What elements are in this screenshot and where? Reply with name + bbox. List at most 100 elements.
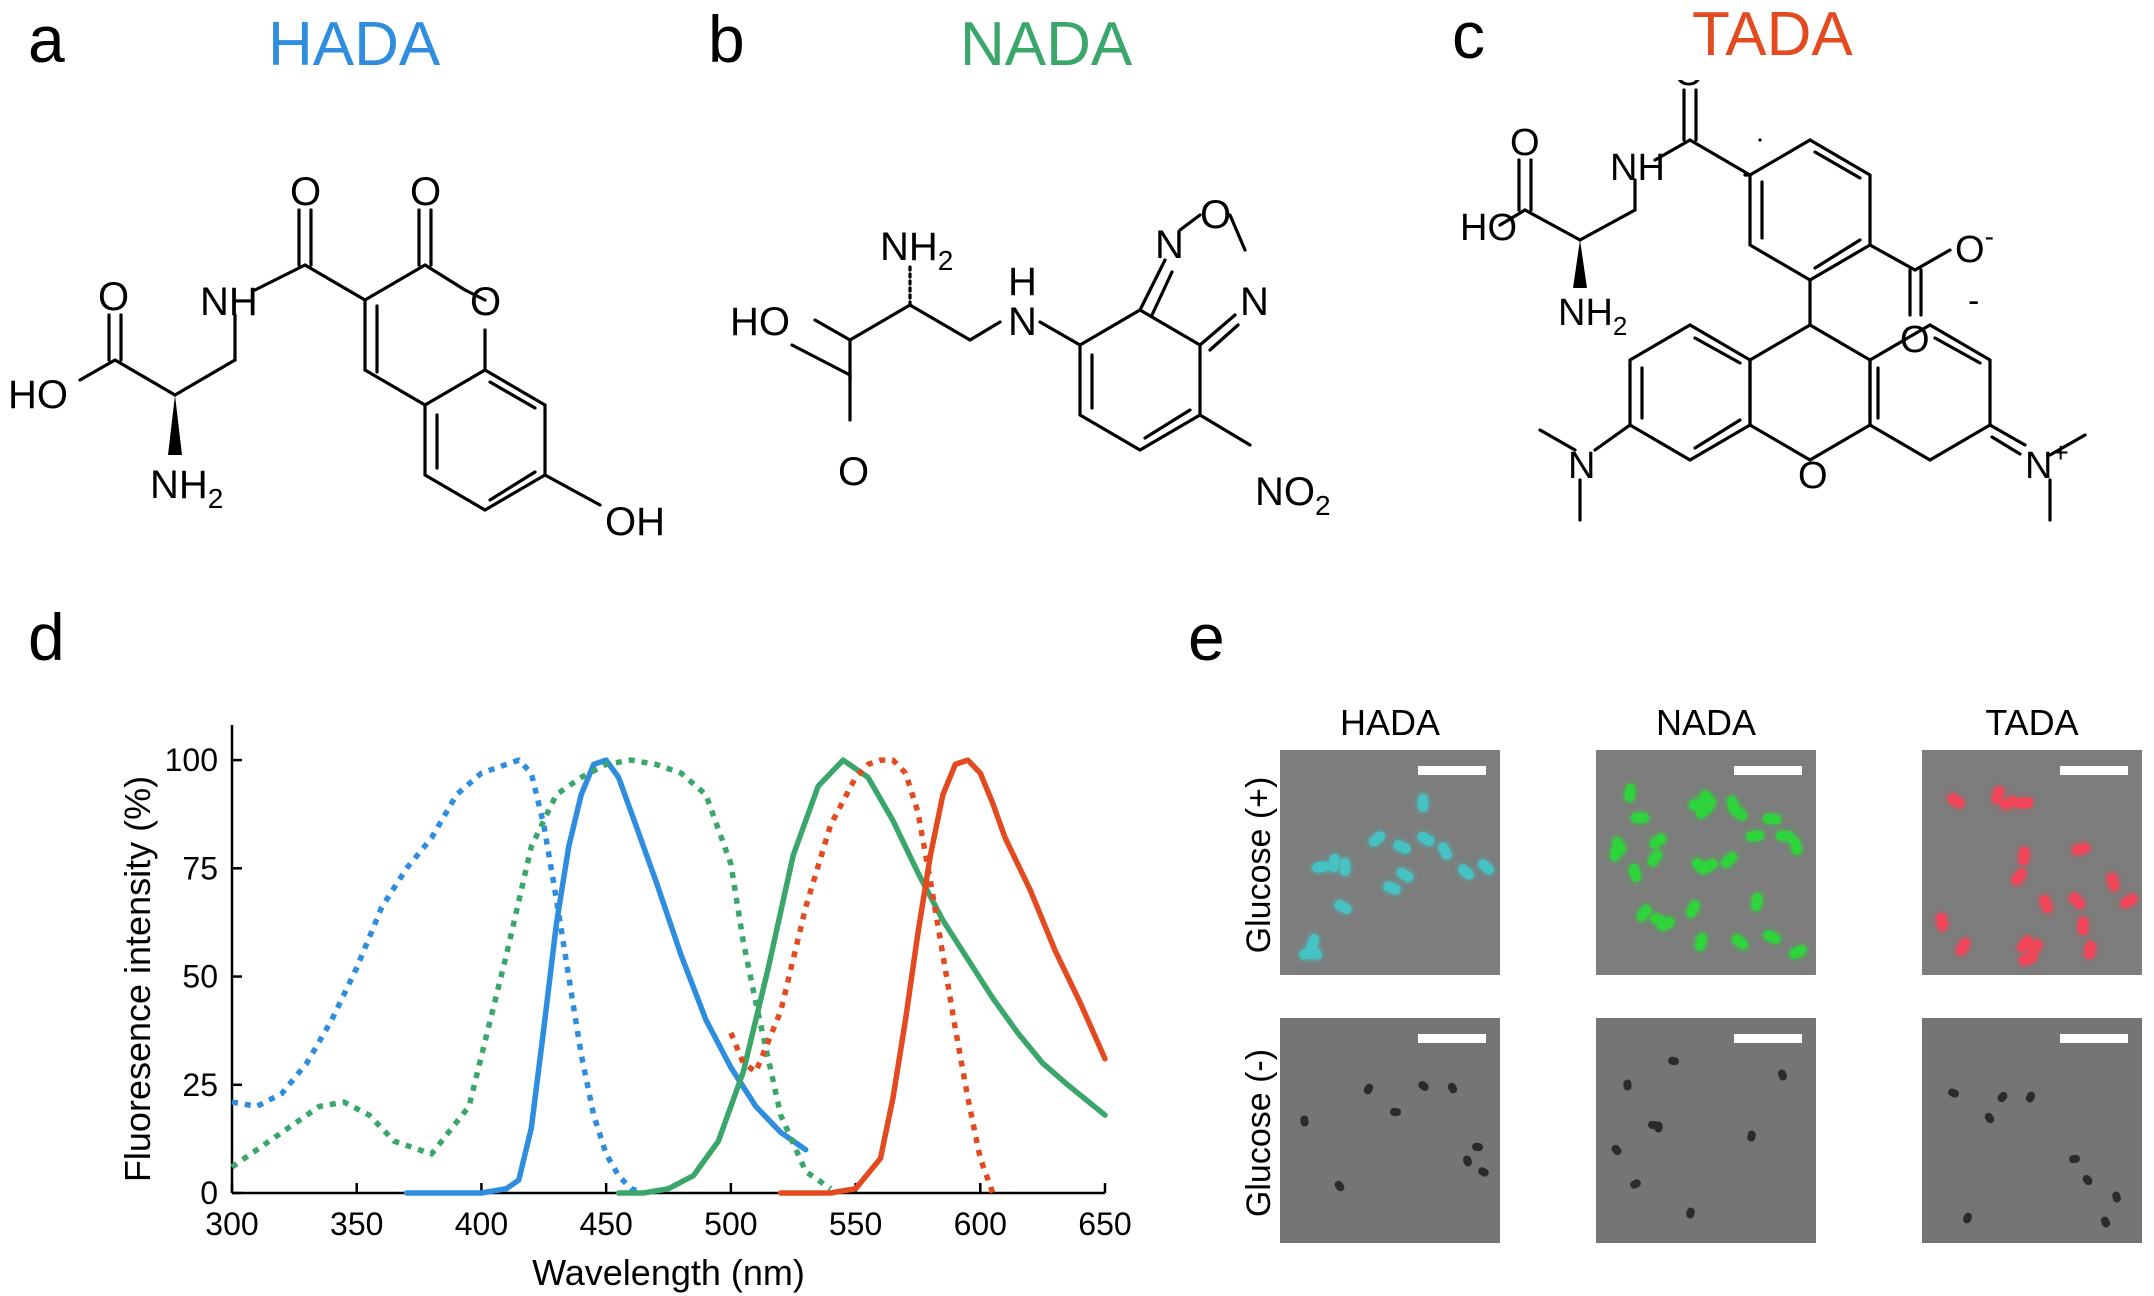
bacterium-cell	[1762, 813, 1782, 825]
bacterium-cell	[2017, 846, 2031, 866]
tada-emission-line	[777, 757, 1108, 1196]
nada-n-amine: N	[1008, 300, 1037, 344]
bacterium-cell	[1455, 862, 1477, 882]
bacterium-cell	[1647, 1120, 1660, 1130]
scale-bar	[1418, 1034, 1486, 1043]
bacterium-cell	[1719, 850, 1739, 870]
hada-title: HADA	[268, 10, 441, 79]
bacterium-cell	[2118, 892, 2140, 910]
bacterium-cell	[1645, 847, 1665, 869]
hada-nh: NH	[200, 280, 258, 324]
bacterium-cell	[1983, 1111, 1996, 1125]
bacterium-cell	[2014, 797, 2034, 809]
y-tick-label: 100	[165, 742, 218, 778]
tada-minus-mark: -	[1968, 282, 1979, 320]
bacterium-cell	[2024, 1090, 2037, 1104]
tada-n-right: N+	[2025, 437, 2069, 487]
bacterium-cell	[1631, 813, 1649, 823]
micro-image-tada-row0	[1922, 750, 2142, 975]
bacterium-cell	[1475, 857, 1497, 877]
nada-h: H	[1008, 260, 1037, 304]
bacterium-cell	[2009, 866, 2029, 888]
micro-col-label-hada: HADA	[1339, 702, 1441, 743]
bacterium-cell	[1946, 1087, 1961, 1099]
tada-n-left: N	[1568, 445, 1595, 487]
tada-o-carboxylate: O-	[1955, 221, 1994, 271]
scale-bar	[2060, 766, 2128, 775]
bacterium-cell	[1745, 829, 1765, 843]
bacterium-cell	[1628, 1177, 1643, 1191]
tada-ho: HO	[1460, 207, 1517, 249]
bacterium-cell	[2105, 872, 2121, 892]
hada-excitation-line	[231, 757, 645, 1196]
bacterium-cell	[1327, 853, 1341, 873]
nada-nh2: NH2	[880, 225, 953, 276]
bacterium-cell	[2068, 1154, 2081, 1164]
hada-o-top1: O	[290, 170, 321, 214]
bacterium-cell	[2017, 951, 2039, 967]
nada-no2: NO2	[1255, 470, 1331, 521]
bacterium-cell	[2111, 1190, 2122, 1204]
y-tick-label: 0	[200, 1175, 218, 1211]
hada-oh-right: OH	[605, 500, 665, 544]
tada-o-top: O	[1674, 80, 1704, 94]
tada-nh2: NH2	[1558, 292, 1627, 341]
panel-letter-a: a	[28, 2, 65, 76]
x-tick-label: 450	[579, 1206, 632, 1242]
x-tick-label: 500	[704, 1206, 757, 1242]
x-tick-label: 650	[1078, 1206, 1131, 1242]
nada-structure: NH2 HO O H N N O N NO2	[730, 193, 1331, 521]
tada-nh: NH	[1610, 147, 1665, 189]
bacterium-cell	[1647, 831, 1669, 851]
bacterium-cell	[1471, 1142, 1484, 1152]
bacterium-cell	[1394, 866, 1416, 884]
bacterium-cell	[1776, 1068, 1789, 1082]
hada-structure: O O O NH O HO NH2 OH	[8, 170, 665, 544]
scale-bar	[1734, 1034, 1802, 1043]
hada-o-top2: O	[410, 170, 441, 214]
bacterium-cell	[1391, 838, 1413, 856]
tada-o-acid: O	[1510, 122, 1540, 164]
x-tick-label: 600	[954, 1206, 1007, 1242]
bacterium-cell	[1299, 1115, 1310, 1127]
nada-excitation-line	[230, 757, 833, 1191]
bacterium-cell	[1685, 1206, 1696, 1220]
y-tick-label: 75	[182, 850, 218, 886]
bacterium-cell	[1624, 783, 1636, 803]
scale-bar	[2060, 1034, 2128, 1043]
bacterium-cell	[1775, 830, 1795, 842]
hada-nh2: NH2	[150, 463, 223, 514]
bacterium-cell	[1436, 840, 1454, 862]
y-tick-label: 25	[182, 1067, 218, 1103]
bacterium-cell	[1417, 793, 1429, 813]
bacterium-cell	[2067, 890, 2087, 912]
x-axis-label: Wavelength (nm)	[532, 1252, 805, 1293]
bacterium-cell	[1746, 1129, 1757, 1143]
nada-o-top: O	[1200, 193, 1231, 237]
bacterium-cell	[1362, 1082, 1375, 1096]
bacterium-cell	[2071, 842, 2091, 856]
hada-o-ring: O	[470, 280, 501, 324]
micro-row-label-0: Glucose (+)	[1240, 776, 1278, 954]
panel-letter-b: b	[708, 2, 745, 76]
bacterium-cell	[1446, 1081, 1459, 1095]
bacterium-cell	[1667, 1056, 1680, 1066]
bacterium-cell	[1761, 928, 1783, 946]
hada-emission-line	[403, 757, 809, 1196]
chart-series	[230, 757, 1108, 1196]
bacterium-cell	[2078, 917, 2088, 935]
x-tick-label: 550	[829, 1206, 882, 1242]
bacterium-cell	[1339, 857, 1351, 877]
bacterium-cell	[1750, 892, 1764, 912]
nada-o-acid: O	[838, 450, 869, 494]
nada-ho: HO	[730, 300, 790, 344]
tada-o-bottom: O	[1900, 319, 1930, 361]
bacterium-cell	[1608, 842, 1624, 862]
bacterium-cell	[2083, 940, 2097, 960]
bacterium-cell	[1945, 791, 1967, 811]
bacterium-cell	[1729, 932, 1751, 952]
x-tick-label: 400	[455, 1206, 508, 1242]
bacterium-cell	[1684, 898, 1702, 920]
